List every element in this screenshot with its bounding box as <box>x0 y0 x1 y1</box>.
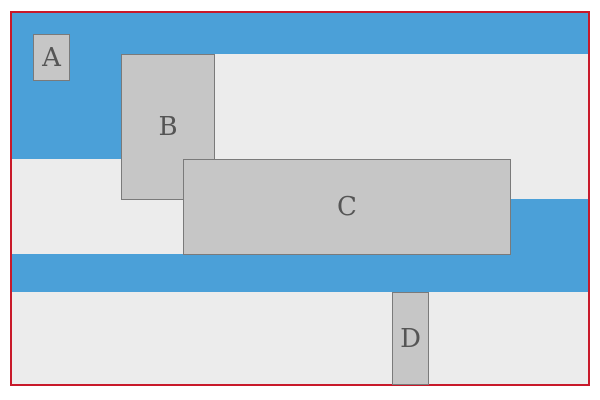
diagram-frame: A B C D <box>10 11 590 386</box>
box-b-label: B <box>158 112 178 142</box>
box-a-label: A <box>42 42 61 73</box>
box-d: D <box>392 292 429 385</box>
box-a: A <box>33 34 70 81</box>
box-c: C <box>183 159 511 255</box>
box-c-label: C <box>337 192 357 222</box>
box-d-label: D <box>400 323 421 354</box>
blue-band-bottom <box>12 254 588 292</box>
